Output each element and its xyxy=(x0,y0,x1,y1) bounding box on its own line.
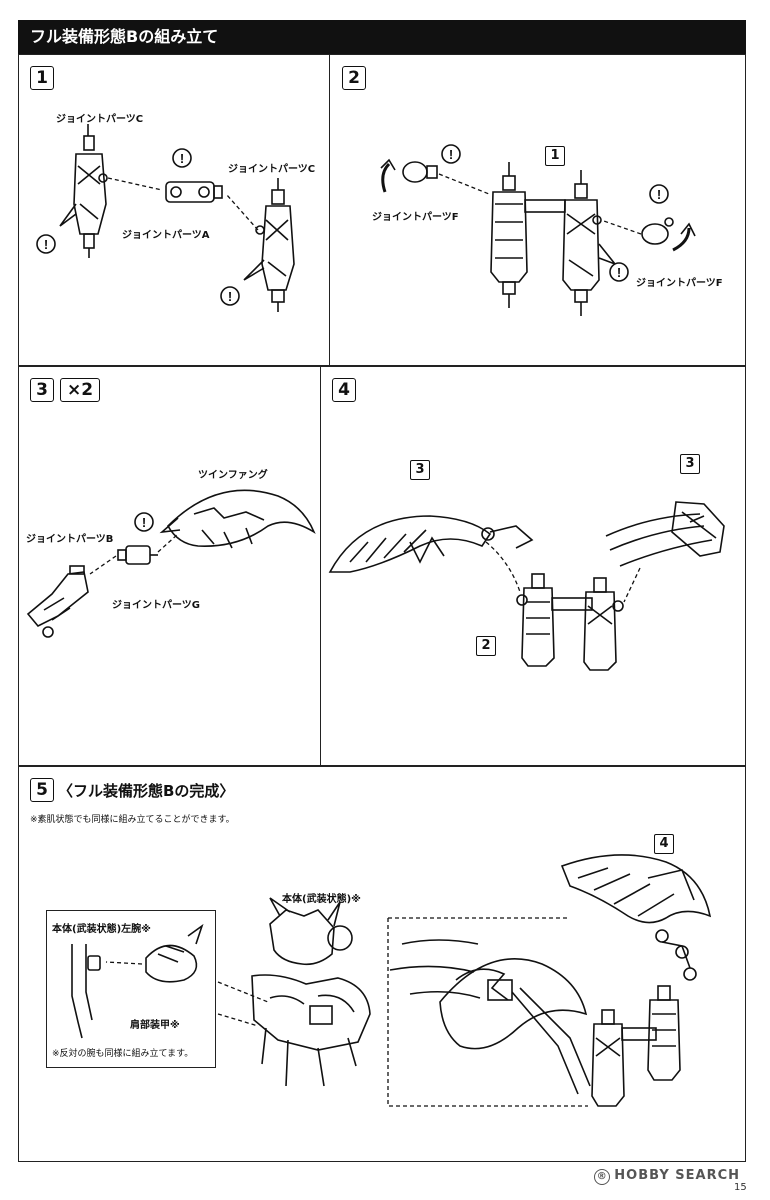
label-joint-f-left: ジョイントパーツF xyxy=(372,212,459,223)
step-3-multiplier: ×2 xyxy=(60,378,101,402)
note-opposite-arm: ※反対の腕も同様に組み立てます。 xyxy=(52,1049,194,1059)
step-4-callout-left: 3 xyxy=(410,460,430,480)
step-2-illustration: !!! xyxy=(380,144,696,316)
svg-text:!: ! xyxy=(44,237,48,252)
label-joint-g: ジョイントパーツG xyxy=(112,600,201,611)
step-5-number: 5 xyxy=(30,778,54,802)
step-2-panel xyxy=(329,54,746,366)
svg-text:!: ! xyxy=(228,289,232,304)
svg-text:!: ! xyxy=(617,265,621,280)
watermark-text: HOBBY SEARCH xyxy=(614,1168,740,1183)
label-joint-a: ジョイントパーツA xyxy=(122,230,210,241)
step-1-panel xyxy=(18,54,331,366)
step-3-panel xyxy=(18,366,322,766)
label-left-arm: 本体(武装状態)左腕※ xyxy=(52,924,151,935)
step-4-illustration xyxy=(328,501,725,671)
svg-text:!: ! xyxy=(142,515,146,530)
step-4-callout-bottom: 2 xyxy=(476,636,496,656)
hobby-search-watermark: ®HOBBY SEARCH xyxy=(594,1168,740,1185)
step-1-illustration: !!! xyxy=(36,124,295,312)
step-5-title: 〈フル装備形態Bの完成〉 xyxy=(58,782,235,800)
step-5-illustration xyxy=(71,854,712,1107)
label-twin-fang: ツインファング xyxy=(198,470,268,481)
label-joint-f-right: ジョイントパーツF xyxy=(636,278,723,289)
step-5-callout: 4 xyxy=(654,834,674,854)
svg-text:!: ! xyxy=(180,151,184,166)
label-body: 本体(武装状態)※ xyxy=(282,894,361,905)
registered-mark-icon: ® xyxy=(594,1169,611,1185)
label-joint-c-right: ジョイントパーツC xyxy=(228,164,316,175)
step-2-number: 2 xyxy=(342,66,366,90)
svg-text:!: ! xyxy=(449,147,453,162)
step-1-number: 1 xyxy=(30,66,54,90)
step-3-illustration: ! xyxy=(26,489,316,638)
step-4-panel xyxy=(320,366,746,766)
inset-arm-box xyxy=(46,910,216,1068)
step-4-callout-right: 3 xyxy=(680,454,700,474)
label-joint-b: ジョイントパーツB xyxy=(26,534,114,545)
step-3-number: 3 xyxy=(30,378,54,402)
step-4-number: 4 xyxy=(332,378,356,402)
step-2-callout: 1 xyxy=(545,146,565,166)
step-5-note: ※素肌状態でも同様に組み立てることができます。 xyxy=(30,815,235,825)
label-shoulder: 肩部装甲※ xyxy=(130,1020,180,1031)
svg-text:!: ! xyxy=(657,187,661,202)
label-joint-c-left: ジョイントパーツC xyxy=(56,114,144,125)
page-number: 15 xyxy=(734,1182,747,1193)
section-header: フル装備形態Bの組み立て xyxy=(18,20,746,54)
